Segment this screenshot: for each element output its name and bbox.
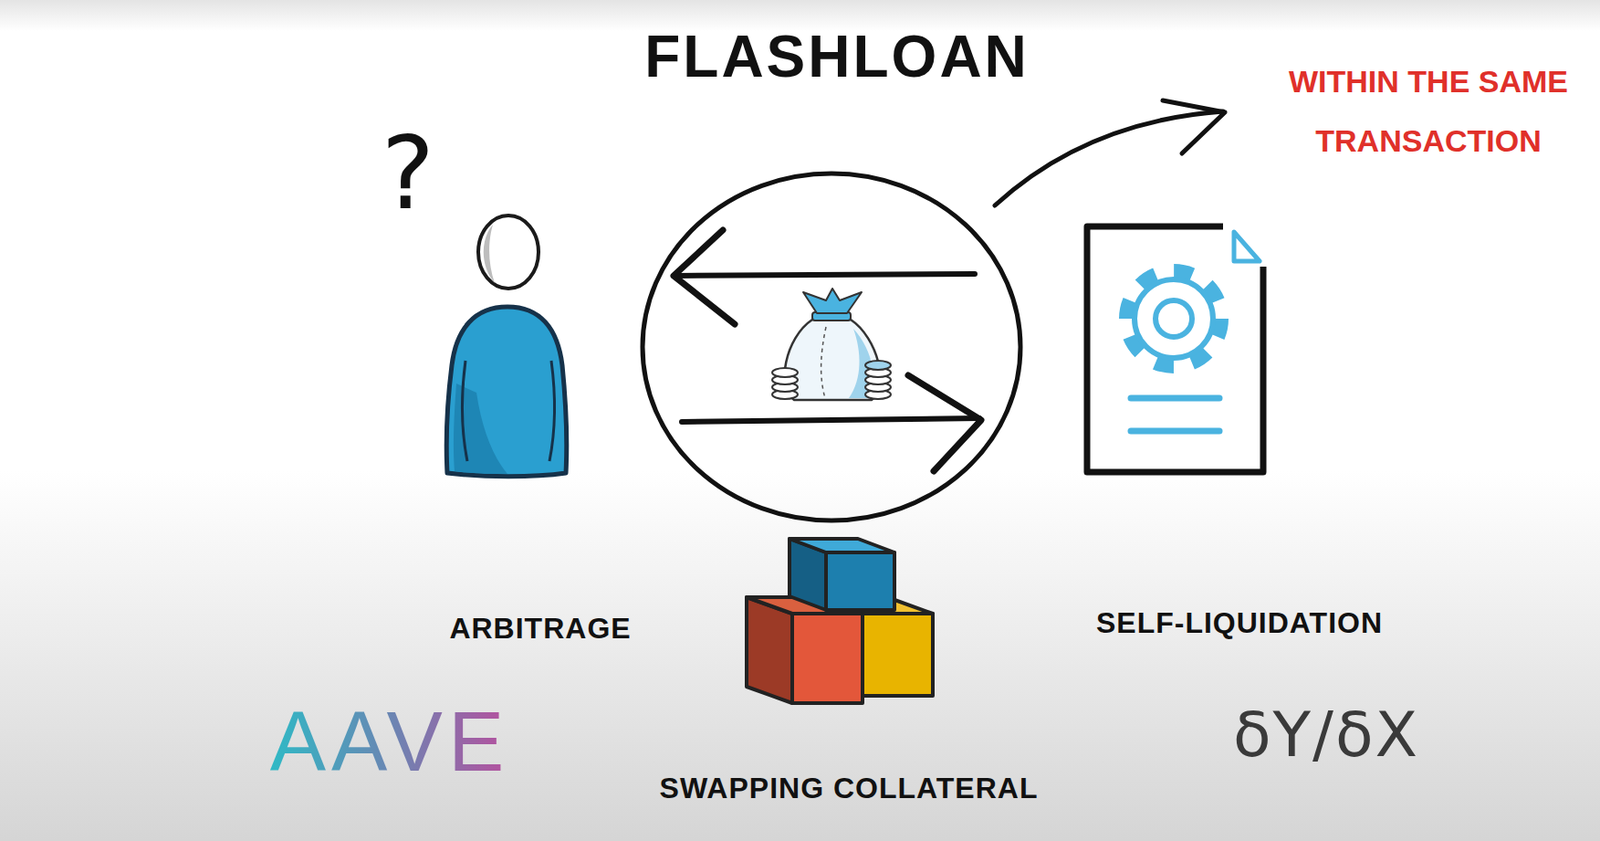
person-figure xyxy=(446,215,567,477)
title: FLASHLOAN xyxy=(644,21,1030,93)
logo-text: AAVE xyxy=(270,695,511,788)
curved-arrow xyxy=(994,100,1225,206)
use-case-label: SWAPPING COLLATERAL xyxy=(659,770,1039,806)
use-case-label: SELF-LIQUIDATION xyxy=(1096,605,1383,640)
note-text: WITHIN THE SAME TRANSACTION xyxy=(1273,52,1584,170)
building-blocks xyxy=(746,538,933,703)
exchange-circle xyxy=(642,173,1021,521)
question-mark: ? xyxy=(381,123,435,224)
contract-document xyxy=(1087,226,1264,472)
use-case-label: ARBITRAGE xyxy=(449,610,631,646)
logo-text: δY/δX xyxy=(1233,700,1420,770)
money-bag xyxy=(772,288,891,400)
